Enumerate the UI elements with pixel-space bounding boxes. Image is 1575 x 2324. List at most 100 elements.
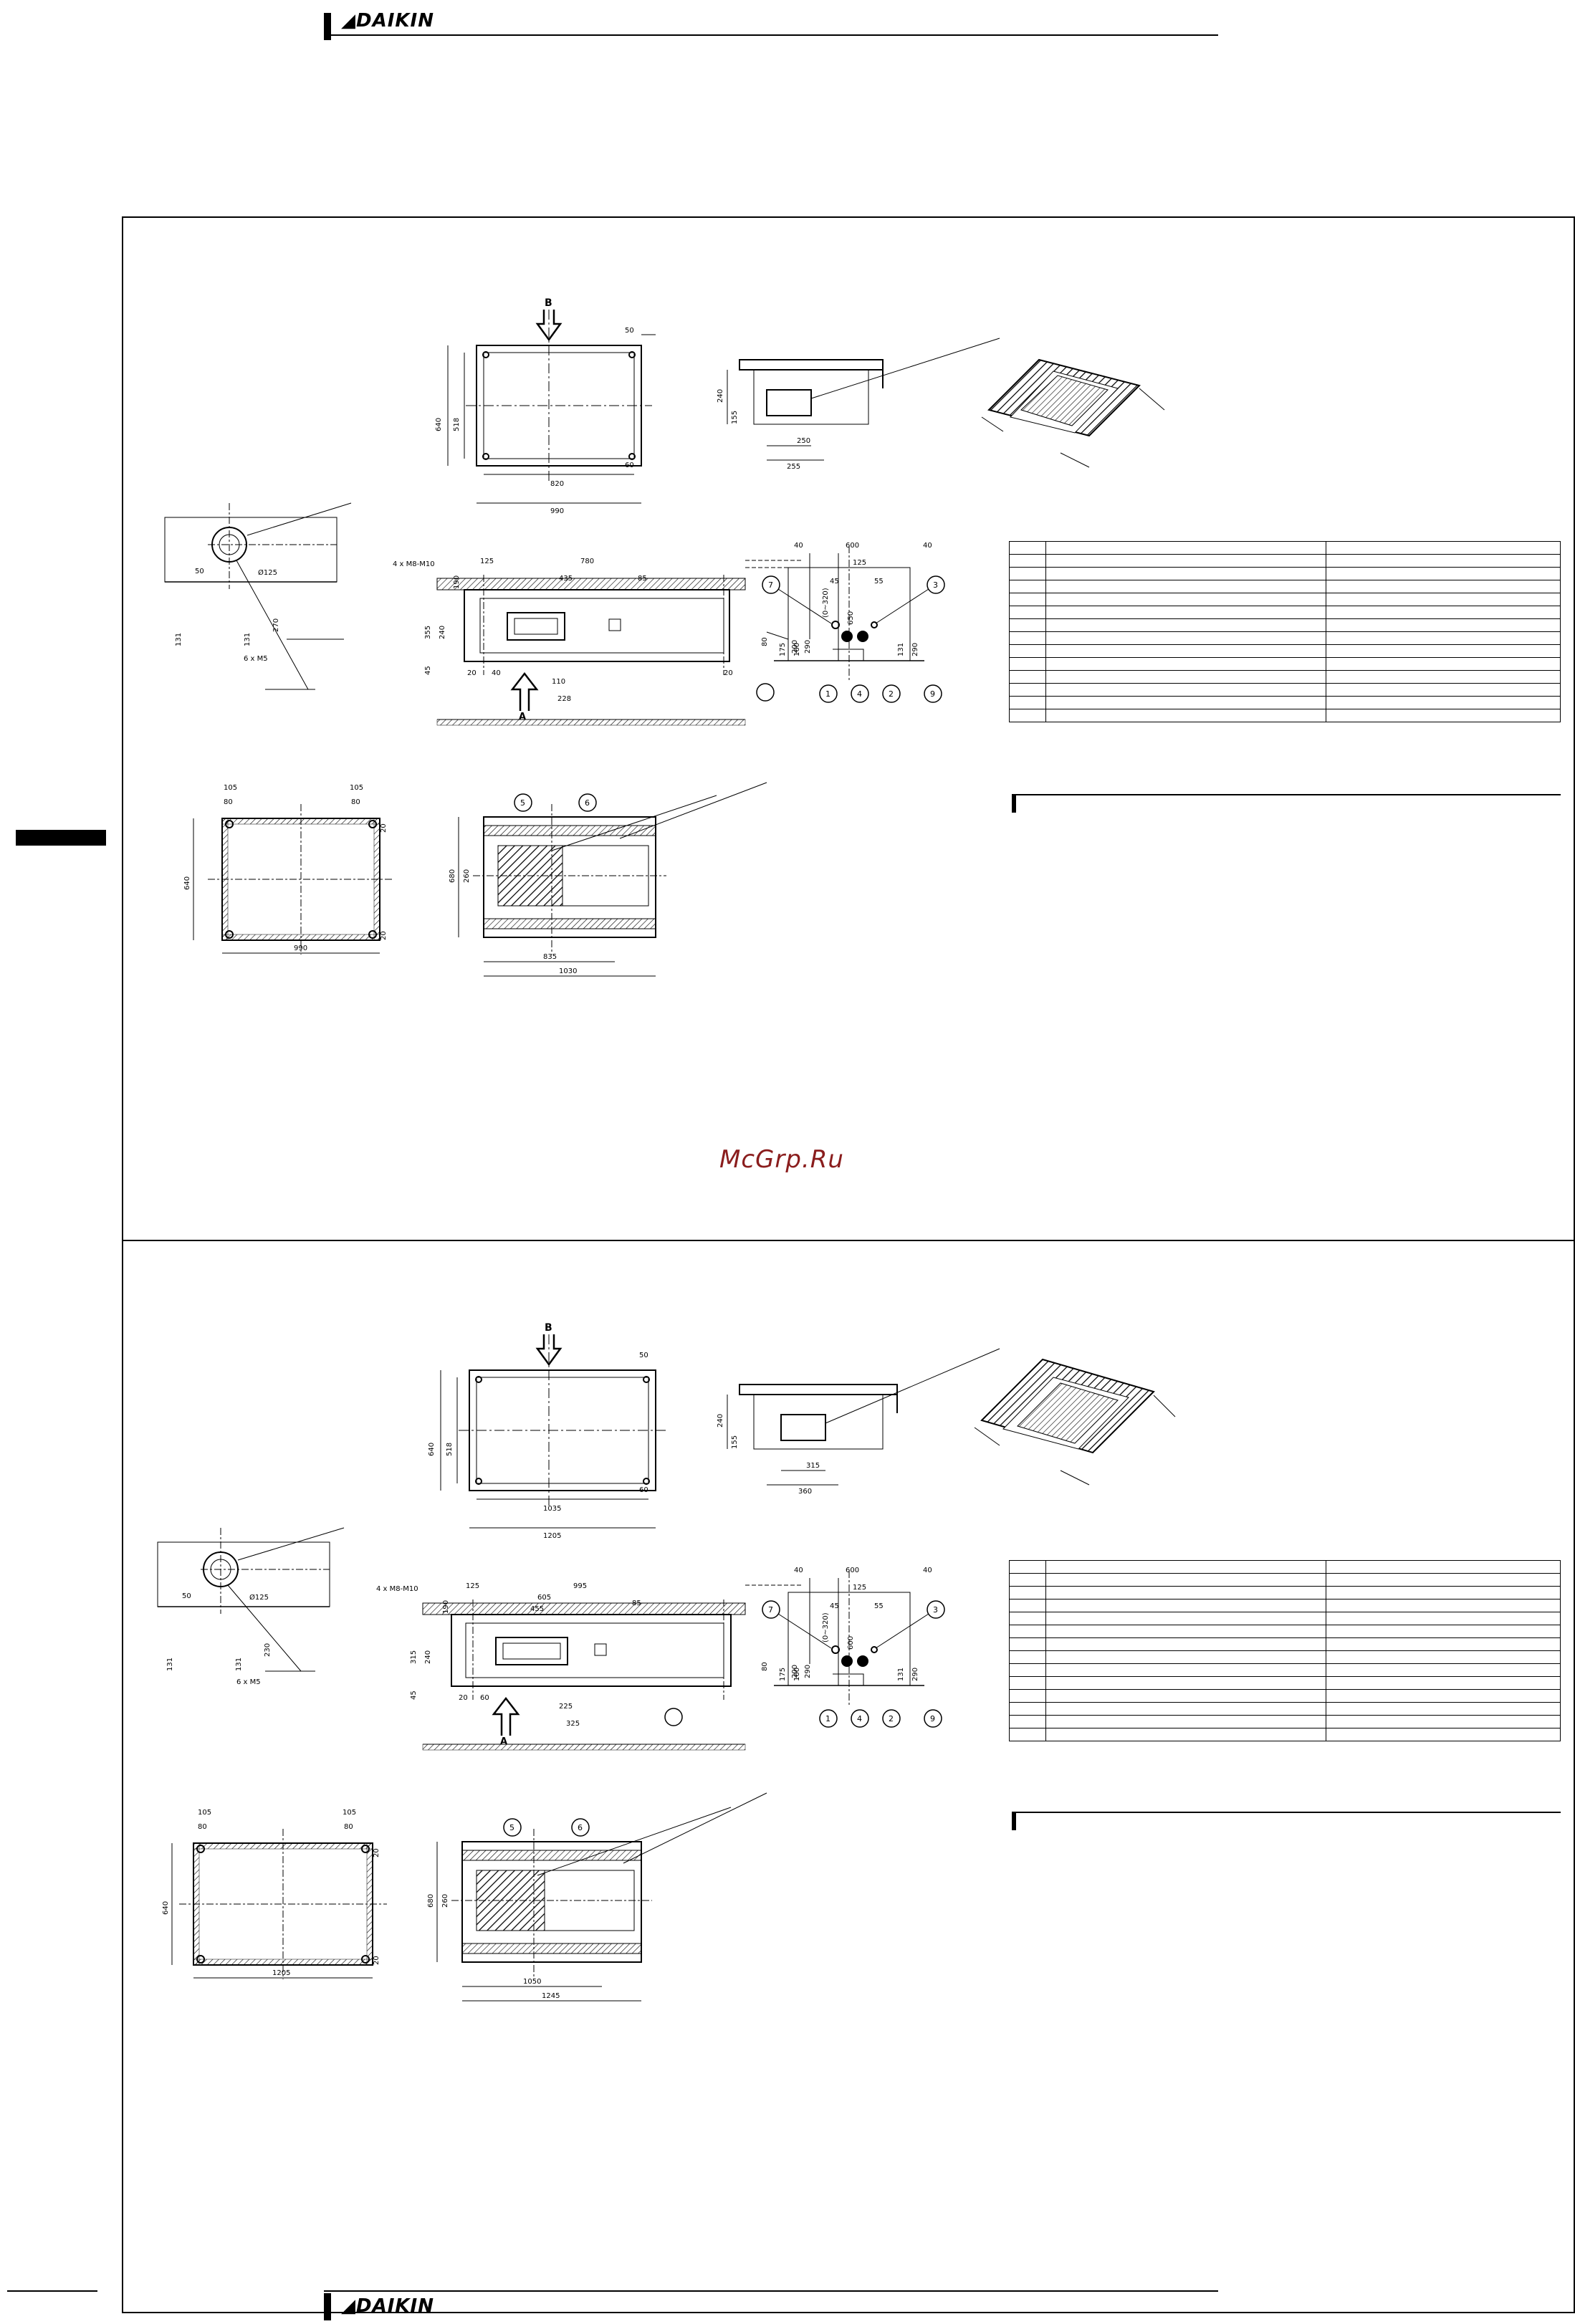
footer-logo-bar <box>324 2293 331 2320</box>
dim: 80 <box>761 1662 769 1671</box>
dim: 315 <box>410 1650 418 1664</box>
dim: 518 <box>453 418 461 431</box>
dim: 60 <box>639 1486 648 1494</box>
watermark: McGrp.Ru <box>719 1145 844 1174</box>
dim: 290 <box>911 1668 919 1681</box>
dim: 190 <box>442 1600 450 1614</box>
bolts-label: 4 x M8-M10 <box>376 1585 418 1593</box>
dim: 160 <box>793 643 801 656</box>
dim: 1050 <box>523 1978 541 1986</box>
side-view <box>727 338 1000 461</box>
footer-brand-text: DAIKIN <box>356 2295 434 2317</box>
dim: 125 <box>480 558 494 565</box>
dim: 600 <box>846 542 859 550</box>
dim: 228 <box>557 695 571 703</box>
bottom-view <box>436 1792 767 2002</box>
dim: 20 <box>380 823 388 833</box>
header-logo-bar <box>324 13 331 40</box>
dim: 60 <box>480 1694 489 1702</box>
dim: 60 <box>625 462 634 469</box>
dim: 50 <box>625 327 634 335</box>
pipe-connection-view <box>157 1527 345 1672</box>
dim: 355 <box>424 626 432 639</box>
dim: 131 <box>166 1658 174 1671</box>
front-view <box>436 553 839 726</box>
dim: 455 <box>530 1605 544 1613</box>
dim: 85 <box>638 575 647 583</box>
dim: 1035 <box>543 1505 561 1513</box>
dim: 240 <box>717 389 724 403</box>
dim: 125 <box>853 559 866 567</box>
side-tab-marker <box>16 830 106 846</box>
dim: 640 <box>162 1901 170 1915</box>
callout-9: 9 <box>930 689 935 699</box>
dim: 1245 <box>542 1992 560 2000</box>
dim: 820 <box>550 480 564 488</box>
dim: 40 <box>923 1567 932 1574</box>
dim: 200 <box>791 640 799 654</box>
page-frame <box>122 216 1575 2313</box>
dim: 325 <box>566 1720 580 1728</box>
footer-daikin-logo: ◢DAIKIN <box>341 2295 434 2317</box>
top-view <box>440 1334 666 1529</box>
section-2-drawing: B 50 640 518 60 1035 1205 240 155 315 36… <box>157 1322 1176 2002</box>
callout-6: 6 <box>578 1823 583 1832</box>
dim: 175 <box>779 1668 787 1681</box>
dim: 40 <box>492 669 501 677</box>
base-view <box>171 1829 387 1979</box>
dim: 50 <box>182 1592 191 1600</box>
dim: 80 <box>761 637 769 646</box>
callout-5: 5 <box>509 1823 514 1832</box>
dim: 125 <box>466 1582 479 1590</box>
dim: 131 <box>897 643 905 656</box>
dim: 80 <box>351 798 360 806</box>
dim: 240 <box>439 626 446 639</box>
dim: 230 <box>264 1643 272 1657</box>
dim: 640 <box>428 1443 436 1456</box>
callout-6: 6 <box>585 798 590 808</box>
dim: 131 <box>244 633 252 646</box>
dim: 105 <box>224 784 237 792</box>
header-daikin-logo: ◢DAIKIN <box>341 10 434 32</box>
dim: 315 <box>806 1462 820 1470</box>
dim: 45 <box>424 666 432 675</box>
dim: 20 <box>459 1694 468 1702</box>
front-view <box>422 1578 839 1751</box>
isometric-view <box>974 1358 1176 1486</box>
top-view <box>447 310 656 504</box>
dim: 20 <box>467 669 477 677</box>
dim: 995 <box>573 1582 587 1590</box>
dim: 1205 <box>543 1532 561 1540</box>
label-b: B <box>545 297 552 309</box>
dim: 650 <box>847 611 855 625</box>
section-1-drawing: B 50 640 518 60 820 990 240 155 250 255 … <box>164 297 1165 977</box>
base-view <box>193 804 394 955</box>
label-a: A <box>519 712 526 722</box>
dim: 110 <box>552 678 565 686</box>
dim: 175 <box>779 643 787 656</box>
dim: 105 <box>198 1809 211 1817</box>
callout-3: 3 <box>933 580 938 590</box>
callout-4: 4 <box>857 689 862 699</box>
dim: 105 <box>343 1809 356 1817</box>
dim: 360 <box>798 1488 812 1496</box>
dim: 240 <box>424 1650 432 1664</box>
dim: 20 <box>373 1848 380 1857</box>
dim: 435 <box>559 575 573 583</box>
label-a: A <box>500 1736 507 1747</box>
dim: 85 <box>632 1599 641 1607</box>
dim: 80 <box>198 1823 207 1831</box>
callout-9: 9 <box>930 1714 935 1723</box>
dim: 260 <box>463 869 471 883</box>
dim: 518 <box>446 1443 454 1456</box>
bolts-label: 4 x M8-M10 <box>393 560 435 568</box>
section-1-note-rule <box>1012 794 1561 795</box>
callout-4: 4 <box>857 1714 862 1723</box>
dim: (0~320) <box>822 1612 830 1642</box>
dim: 80 <box>224 798 233 806</box>
holes-label: 6 x M5 <box>236 1678 261 1686</box>
isometric-view <box>981 358 1165 468</box>
callout-1: 1 <box>825 1714 830 1723</box>
dim: 45 <box>410 1691 418 1700</box>
dim: 225 <box>559 1703 573 1711</box>
